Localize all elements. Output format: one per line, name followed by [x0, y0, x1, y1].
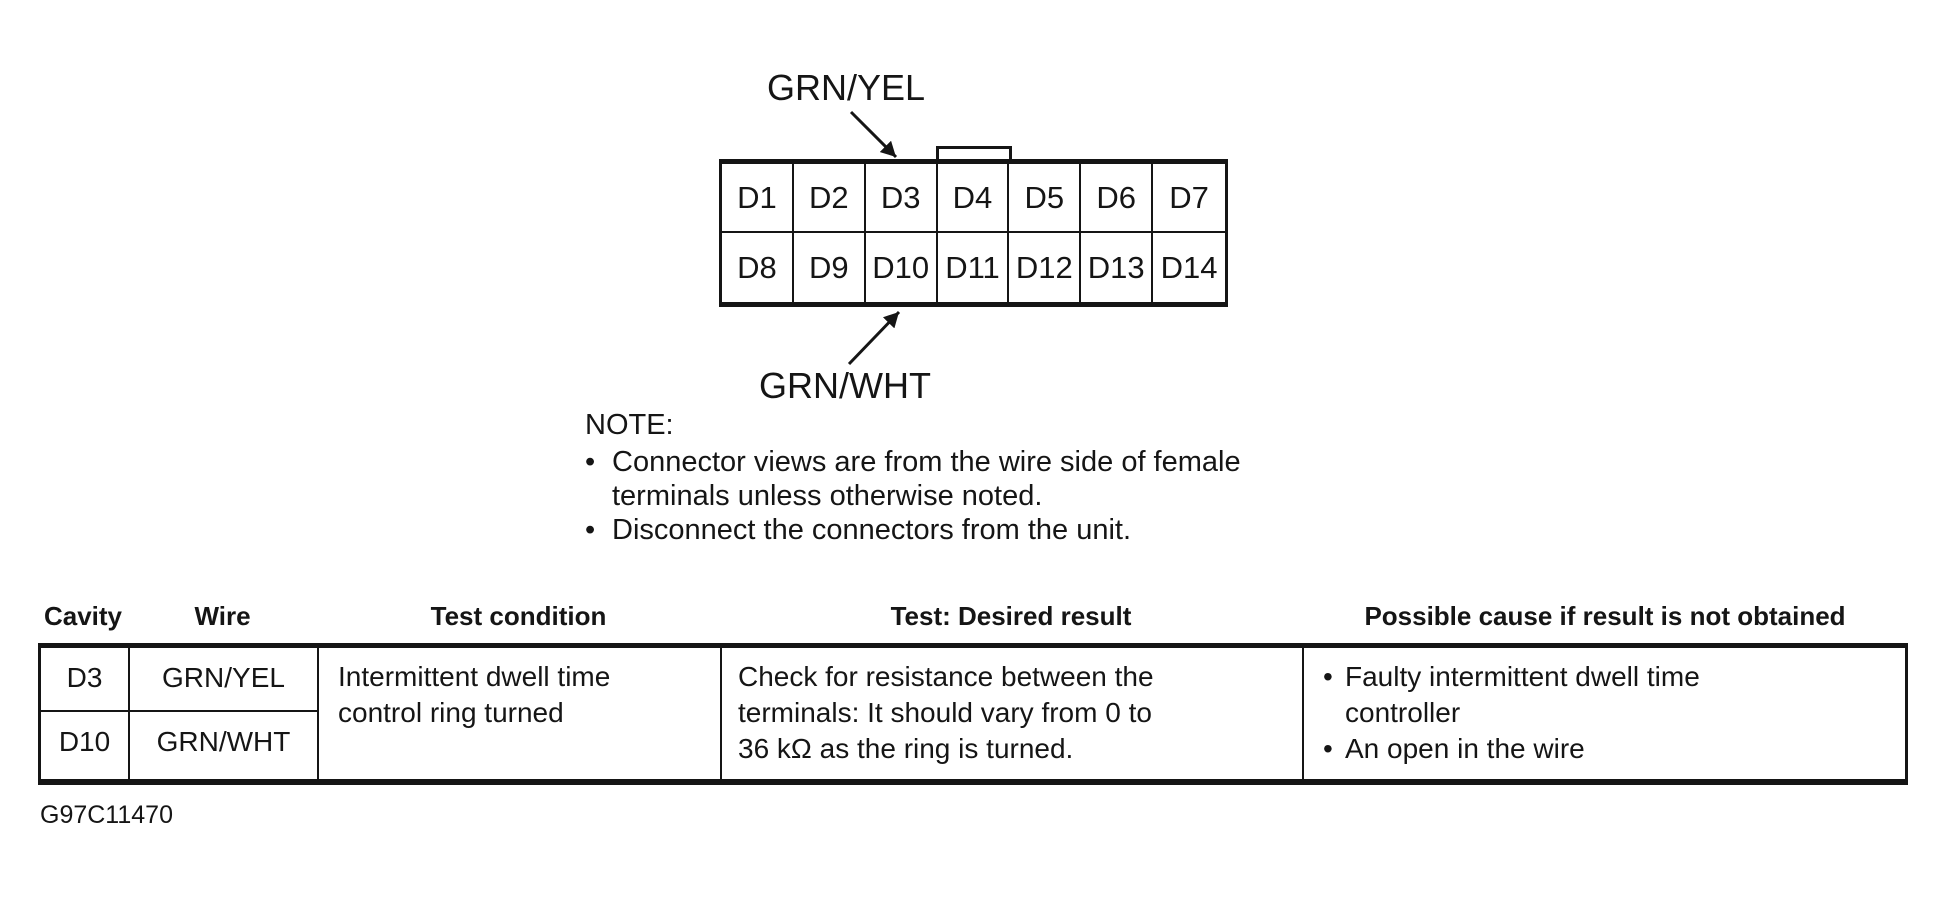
bullet-icon: •	[585, 514, 596, 546]
spec-table: D3 D10 GRN/YEL GRN/WHT Intermittent dwel…	[38, 643, 1908, 785]
table-divider	[128, 648, 130, 779]
desired-result-line-1: Check for resistance between the	[738, 661, 1154, 692]
cavity-cell-row2: D10	[58, 726, 111, 757]
connector-keying-tab	[936, 146, 1012, 159]
wire-cell-row2: GRN/WHT	[156, 726, 291, 757]
desired-result-line-3: 36 kΩ as the ring is turned.	[738, 733, 1074, 764]
possible-cause-item-2-text: An open in the wire	[1345, 733, 1585, 764]
pin-D4: D4	[937, 164, 1010, 233]
figure-id: G97C11470	[40, 801, 173, 829]
connector-pin-grid: D1 D2 D3 D4 D5 D6 D7 D8 D9 D10 D11 D12 D…	[719, 159, 1228, 307]
header-cavity: Cavity	[43, 601, 123, 631]
desired-result-cell: Check for resistance between the termina…	[738, 659, 1154, 767]
pin-D13: D13	[1081, 233, 1154, 302]
note-bullet-2: • Disconnect the connectors from the uni…	[585, 513, 1330, 547]
bottom-wire-label: GRN/WHT	[759, 365, 931, 406]
header-test-condition: Test condition	[430, 601, 607, 631]
possible-cause-item-1-text: Faulty intermittent dwell time controlle…	[1345, 661, 1700, 728]
pin-D10: D10	[866, 233, 938, 302]
table-divider	[1302, 648, 1304, 779]
pin-D9: D9	[794, 233, 866, 302]
wire-cell-row1: GRN/YEL	[162, 662, 285, 693]
pin-D1: D1	[722, 164, 794, 233]
table-row-divider	[41, 710, 318, 712]
pin-D14: D14	[1160, 249, 1218, 285]
grn-yel-arrow	[849, 110, 898, 159]
grn-wht-arrow	[847, 310, 901, 366]
note-block: NOTE: • Connector views are from the wir…	[585, 408, 1330, 547]
table-divider	[720, 648, 722, 779]
pin-D7: D7	[1153, 164, 1225, 233]
test-condition-line-1: Intermittent dwell time	[338, 661, 611, 692]
pin-D3: D3	[865, 164, 938, 233]
test-condition-line-2: control ring turned	[338, 697, 564, 728]
table-divider	[317, 648, 319, 779]
note-bullet-1: • Connector views are from the wire side…	[585, 445, 1330, 513]
bullet-icon: •	[1323, 733, 1333, 764]
pin-D5: D5	[1009, 164, 1082, 233]
pin-D11: D11	[938, 233, 1010, 302]
possible-cause-item-1: • Faulty intermittent dwell time control…	[1323, 659, 1753, 731]
header-wire: Wire	[194, 601, 251, 631]
note-bullet-1-text: Connector views are from the wire side o…	[612, 446, 1241, 512]
possible-cause-cell: • Faulty intermittent dwell time control…	[1323, 659, 1753, 767]
test-condition-cell: Intermittent dwell time control ring tur…	[338, 659, 610, 731]
top-wire-label: GRN/YEL	[767, 67, 926, 108]
pin-D2: D2	[793, 164, 866, 233]
cavity-cell-row1: D3	[66, 662, 103, 693]
possible-cause-item-2: • An open in the wire	[1323, 731, 1753, 767]
pin-D12: D12	[1009, 233, 1082, 302]
header-possible-cause: Possible cause if result is not obtained	[1364, 601, 1846, 631]
bullet-icon: •	[585, 446, 596, 478]
note-bullet-2-text: Disconnect the connectors from the unit.	[612, 514, 1132, 546]
pin-D6: D6	[1081, 164, 1154, 233]
bullet-icon: •	[1323, 661, 1333, 692]
note-title: NOTE:	[585, 409, 674, 441]
pin-D8: D8	[722, 233, 794, 302]
desired-result-line-2: terminals: It should vary from 0 to	[738, 697, 1152, 728]
header-desired-result: Test: Desired result	[890, 601, 1132, 631]
